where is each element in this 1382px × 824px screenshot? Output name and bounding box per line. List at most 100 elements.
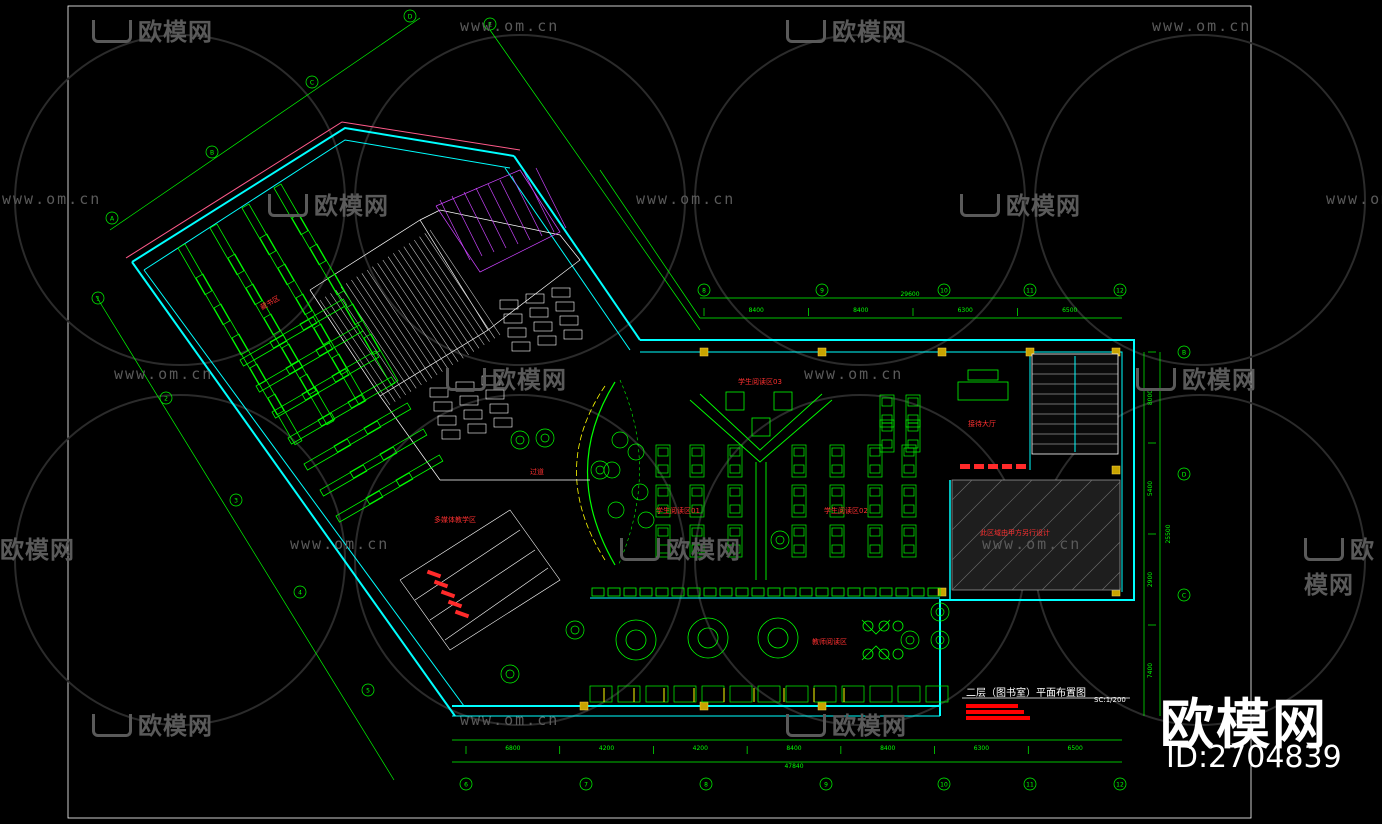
mid-desk bbox=[481, 375, 501, 386]
grid-bubble: A bbox=[105, 211, 119, 225]
shelf-stack bbox=[273, 183, 309, 236]
mid-desk bbox=[563, 329, 583, 340]
shelf-unit bbox=[719, 587, 733, 597]
desk bbox=[829, 444, 845, 478]
right-stair bbox=[1031, 353, 1119, 455]
curved-bookcase bbox=[576, 379, 640, 567]
grid-bubble: 5 bbox=[361, 683, 375, 697]
carrel bbox=[673, 685, 697, 703]
desk bbox=[879, 394, 895, 428]
stair-tread bbox=[372, 266, 443, 372]
shelf-stack bbox=[319, 464, 368, 497]
shelf-stack bbox=[363, 333, 399, 386]
grid-bubble: 1 bbox=[91, 291, 105, 305]
desk bbox=[727, 524, 743, 558]
svg-text:10: 10 bbox=[940, 288, 948, 295]
plant bbox=[565, 620, 585, 640]
shelf-unit bbox=[799, 587, 813, 597]
multimedia-seating bbox=[399, 509, 561, 651]
toilet-stall bbox=[487, 183, 519, 245]
label-reserved: 此区域由甲方另行设计 bbox=[980, 528, 1050, 537]
shelf-stack bbox=[299, 298, 348, 331]
carrel bbox=[617, 685, 641, 703]
carrel bbox=[645, 685, 669, 703]
dim-value: 5400 bbox=[1147, 481, 1154, 496]
plant bbox=[500, 664, 520, 684]
label-book-area: 藏书区 bbox=[259, 293, 282, 311]
shelf-unit bbox=[895, 587, 909, 597]
dim-total: 29600 bbox=[900, 291, 919, 298]
grid-bubble: 12 bbox=[1113, 777, 1127, 791]
desk bbox=[901, 524, 917, 558]
mid-desk bbox=[441, 429, 461, 440]
svg-text:12: 12 bbox=[1116, 782, 1124, 789]
grid-bubble: 10 bbox=[937, 283, 951, 297]
shelf-stack bbox=[349, 446, 398, 479]
dim-value: 8400 bbox=[749, 307, 764, 314]
round-table bbox=[607, 501, 625, 519]
shelf-unit bbox=[847, 587, 861, 597]
shelf-stack bbox=[309, 243, 345, 296]
mid-desk bbox=[529, 307, 549, 318]
stair-tread bbox=[387, 256, 459, 362]
plant bbox=[930, 630, 950, 650]
stair-tread bbox=[356, 276, 427, 382]
dim-value: 8400 bbox=[853, 307, 868, 314]
dim-value: 2900 bbox=[1147, 572, 1154, 587]
svg-text:D: D bbox=[408, 14, 413, 21]
shelf-unit bbox=[735, 587, 749, 597]
shelf-stack bbox=[295, 293, 331, 346]
grid-bubble: 6 bbox=[459, 777, 473, 791]
shelf-stack bbox=[379, 428, 428, 461]
columns bbox=[579, 347, 1121, 711]
dim-value: 6500 bbox=[1062, 307, 1077, 314]
grid-bubble: 2 bbox=[159, 391, 173, 405]
mid-desk bbox=[489, 403, 509, 414]
dim-value: 6300 bbox=[958, 307, 973, 314]
dim-value: 6800 bbox=[505, 745, 520, 752]
dim-value: 8000 bbox=[1147, 390, 1154, 405]
shelf-unit bbox=[879, 587, 893, 597]
label-teacher: 教师阅读区 bbox=[812, 637, 847, 646]
shelf-stack bbox=[327, 273, 363, 326]
grid-bubble: 8 bbox=[699, 777, 713, 791]
carrel bbox=[729, 685, 753, 703]
shelf-unit bbox=[927, 587, 941, 597]
shelf-stack bbox=[259, 233, 295, 286]
mid-desk bbox=[525, 293, 545, 304]
svg-text:C: C bbox=[1182, 593, 1186, 600]
mid-desk bbox=[499, 299, 519, 310]
corner-logo: 欧模网 bbox=[1160, 693, 1328, 756]
grid-bubble: E bbox=[483, 17, 497, 31]
west-wing-walls bbox=[131, 126, 641, 717]
plant bbox=[930, 602, 950, 622]
svg-text:9: 9 bbox=[820, 288, 824, 295]
dim-value: 4200 bbox=[693, 745, 708, 752]
y-desk bbox=[689, 393, 833, 580]
grid-bubble: C bbox=[1177, 588, 1191, 602]
stair-tread bbox=[424, 233, 495, 339]
grid-bubble: 11 bbox=[1023, 283, 1037, 297]
carrel bbox=[925, 685, 949, 703]
shelf-unit bbox=[655, 587, 669, 597]
svg-text:9: 9 bbox=[824, 782, 828, 789]
svg-text:D: D bbox=[1182, 472, 1187, 479]
mid-desk bbox=[555, 301, 575, 312]
grid-bubble: 9 bbox=[819, 777, 833, 791]
stair-tread bbox=[382, 259, 454, 366]
grid-bubble: 11 bbox=[1023, 777, 1037, 791]
svg-text:1: 1 bbox=[96, 296, 100, 303]
stair-tread bbox=[429, 229, 501, 336]
stair-tread bbox=[398, 249, 469, 356]
svg-text:12: 12 bbox=[1116, 288, 1124, 295]
mid-desk bbox=[503, 313, 523, 324]
svg-text:C: C bbox=[310, 80, 314, 87]
shelf-stack bbox=[299, 373, 335, 426]
carrel bbox=[589, 685, 613, 703]
toilet-outline bbox=[435, 169, 561, 273]
carrel bbox=[841, 685, 865, 703]
grid-bubble: 9 bbox=[815, 283, 829, 297]
label-student-03: 学生阅读区03 bbox=[738, 377, 782, 386]
shelf-unit bbox=[815, 587, 829, 597]
